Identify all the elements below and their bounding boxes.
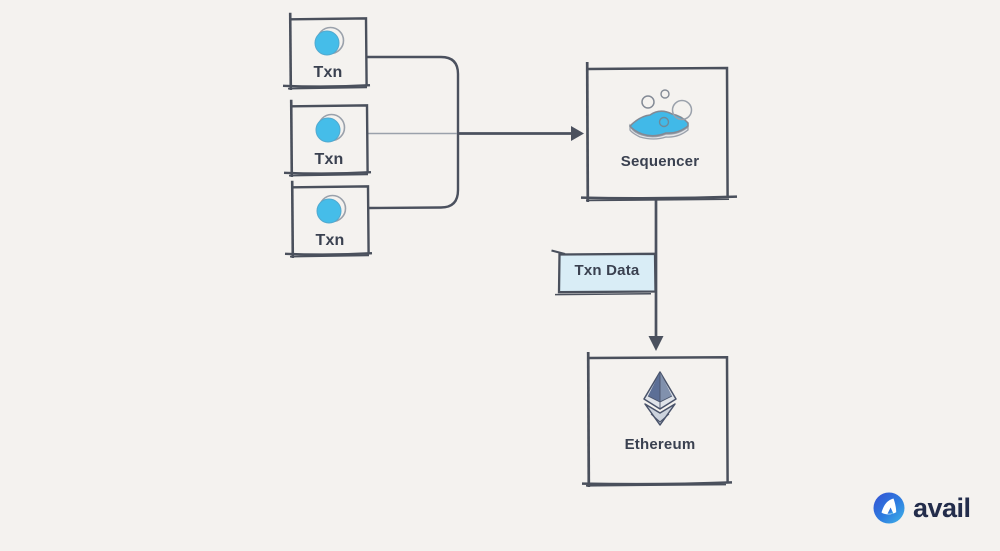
txn-node-2: Txn — [283, 99, 375, 183]
txn-label: Txn — [314, 151, 344, 168]
transaction-dot-icon — [314, 26, 345, 56]
avail-logo-text: avail — [913, 493, 971, 523]
avail-logo-icon — [873, 492, 905, 524]
transaction-dot-icon — [315, 113, 346, 143]
sketch-border — [580, 61, 738, 203]
avail-logo: avail — [872, 491, 971, 525]
sketch-border — [284, 180, 373, 259]
sponge-icon — [628, 89, 693, 140]
sketch-border — [283, 99, 372, 178]
txn-data-label-box: Txn Data — [551, 247, 663, 299]
txn-label: Txn — [315, 232, 345, 249]
sketch-border — [581, 351, 733, 488]
ethereum-label: Ethereum — [624, 436, 696, 453]
sketch-border — [551, 249, 657, 296]
arrow-to-sequencer-head — [571, 126, 584, 141]
arrow-to-ethereum-head — [648, 336, 664, 351]
sketch-border — [282, 12, 371, 91]
txn-node-1: Txn — [282, 12, 374, 96]
txn-data-label: Txn Data — [574, 262, 640, 279]
ethereum-node: Ethereum — [580, 349, 740, 491]
transaction-dot-icon — [316, 194, 347, 224]
txn-merge-bracket — [366, 55, 460, 210]
ethereum-icon — [643, 371, 677, 426]
sequencer-node: Sequencer — [579, 60, 741, 210]
txn-label: Txn — [313, 64, 343, 81]
sequencer-label: Sequencer — [620, 153, 700, 170]
txn-node-3: Txn — [284, 180, 376, 264]
